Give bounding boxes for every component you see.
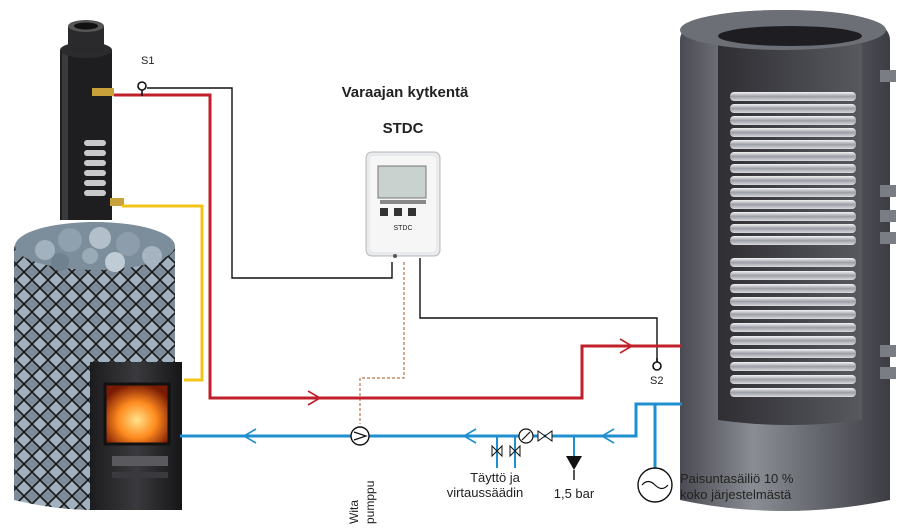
flow-arrow: [307, 390, 322, 406]
tank-connector: [880, 345, 896, 357]
sensor-wires: [147, 87, 658, 362]
pump-cable: [359, 262, 405, 424]
fill-valve-label-2: virtaussäädin: [447, 485, 524, 500]
tank-connector: [880, 210, 896, 222]
sensor-s1-label: S1: [141, 55, 154, 67]
expansion-label-2: koko järjestelmästä: [680, 487, 792, 502]
sensor-s1: [137, 81, 147, 96]
storage-tank: [680, 10, 896, 511]
diagram-title: Varaajan kytkentä: [342, 84, 469, 101]
controller: STDC: [365, 151, 441, 258]
valve-symbol: [491, 436, 503, 468]
flow-arrow: [462, 428, 477, 444]
thermometer-symbol: [518, 428, 534, 444]
sauna-stove: [14, 222, 182, 510]
flow-arrow: [600, 428, 615, 444]
flow-arrow: [619, 338, 634, 354]
controller-label: STDC: [383, 120, 424, 137]
expansion-label-1: Paisuntasäiliö 10 %: [680, 471, 794, 486]
heater-coil: [84, 140, 106, 196]
controller-screen-label: STDC: [393, 225, 412, 232]
valve-symbol: [537, 430, 553, 442]
hot-pipe: [114, 93, 682, 400]
tank-connector: [880, 232, 896, 244]
pump-label-1: Wita: [347, 500, 361, 524]
cold-pipe: [180, 402, 682, 438]
safety-valve-label: 1,5 bar: [554, 486, 595, 501]
valve-symbol: [509, 436, 521, 468]
flow-arrow: [242, 428, 257, 444]
pump-label-2: pumppu: [363, 481, 377, 524]
tank-connector: [880, 185, 896, 197]
sensor-s2: [652, 358, 662, 371]
tank-coil: [730, 92, 856, 397]
hot-outlet-fitting: [92, 88, 114, 96]
fire-window: [105, 384, 169, 444]
fill-valve-label-1: Täyttö ja: [470, 470, 521, 485]
pump-symbol: [350, 426, 370, 446]
expansion-tank-symbol: [637, 467, 673, 503]
safety-valve-symbol: [566, 436, 582, 480]
tank-connector: [880, 367, 896, 379]
yellow-pipe: [122, 204, 204, 382]
sensor-s2-label: S2: [650, 375, 663, 387]
chimney-heater: [60, 20, 124, 220]
cold-inlet-fitting: [110, 198, 124, 206]
tank-connector: [880, 70, 896, 82]
